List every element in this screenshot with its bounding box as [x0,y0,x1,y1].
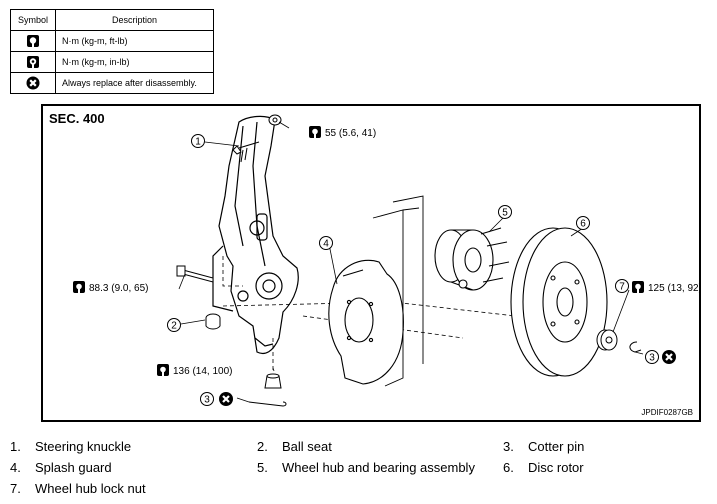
figure-code: JPDIF0287GB [641,408,693,417]
lower-cotter-pin [248,401,287,407]
ball-seat [205,313,221,330]
part-item: 4. Splash guard [10,460,112,475]
torque-125: 125 (13, 92) [648,283,699,294]
callout-label: 2 [171,321,177,332]
part-item: 6. Disc rotor [503,460,584,475]
part-name: Splash guard [35,460,112,475]
callout-label: 5 [502,208,508,219]
part-item: 1. Steering knuckle [10,439,131,454]
legend-header-description: Description [55,9,214,31]
leader-lines [178,121,644,403]
part-item: 2. Ball seat [257,439,332,454]
part-number: 5. [257,460,268,475]
disc-rotor [510,227,608,377]
torque-labels: 55 (5.6, 41) 88.3 (9.0, 65) 136 (14, 100… [73,126,699,377]
upper-bolt [232,114,282,163]
replace-x-icon [26,76,40,90]
torque-wrench-icon [632,281,644,293]
callout-label: 6 [580,219,586,230]
part-item: 5. Wheel hub and bearing assembly [257,460,475,475]
symbol-legend-table: Symbol Description N·m (kg-m, ft-lb) N·m… [10,9,214,94]
torque-136: 136 (14, 100) [173,366,233,377]
callouts: 1 2 3 3 4 5 6 7 [167,134,659,406]
callout-5: 5 [498,205,512,219]
legend-text: N·m (kg-m, in-lb) [55,51,214,73]
callout-6: 6 [576,216,590,230]
callout-label: 3 [204,395,210,406]
replace-x-icon [217,390,235,408]
callout-3-right: 3 [645,350,659,364]
part-name: Ball seat [282,439,332,454]
steering-knuckle [212,115,299,355]
callout-4: 4 [319,236,333,250]
torque-wrench-icon [27,35,39,47]
callout-label: 7 [619,282,625,293]
reference-planes [372,195,424,387]
part-number: 3. [503,439,514,454]
part-number: 1. [10,439,21,454]
lower-nut [264,373,282,389]
callout-1: 1 [191,134,205,148]
callout-label: 4 [323,239,329,250]
part-number: 2. [257,439,268,454]
callout-label: 3 [649,353,655,364]
part-item: 7. Wheel hub lock nut [10,481,146,496]
legend-header-row: Symbol Description [10,9,214,31]
part-name: Steering knuckle [35,439,132,454]
part-name: Cotter pin [528,439,585,454]
torque-wrench-icon [309,126,321,138]
torque-55: 55 (5.6, 41) [325,128,376,139]
section-title: SEC. 400 [49,111,105,126]
callout-label: 1 [195,137,201,148]
torque-wrench-inlb-icon [27,56,39,68]
legend-row: N·m (kg-m, ft-lb) [10,30,214,52]
right-cotter-pin [629,341,642,353]
callout-3-lower: 3 [200,392,214,406]
hub-lock-nut [596,329,618,351]
part-number: 6. [503,460,514,475]
part-name: Disc rotor [528,460,584,475]
side-bolt [176,265,214,283]
legend-row: Always replace after disassembly. [10,72,214,94]
exploded-view-frame: SEC. 400 JPDIF0287GB [41,104,701,422]
part-name: Wheel hub and bearing assembly [282,460,475,475]
torque-wrench-icon [73,281,85,293]
part-name: Wheel hub lock nut [35,481,146,496]
legend-text: N·m (kg-m, ft-lb) [55,30,214,52]
callout-7: 7 [615,279,629,293]
part-number: 7. [10,481,21,496]
torque-wrench-icon [157,364,169,376]
legend-text: Always replace after disassembly. [55,72,214,94]
part-number: 4. [10,460,21,475]
callout-2: 2 [167,318,181,332]
part-item: 3. Cotter pin [503,439,584,454]
legend-row: N·m (kg-m, in-lb) [10,51,214,73]
splash-guard [328,259,404,385]
replace-x-icon [660,348,678,366]
torque-88: 88.3 (9.0, 65) [89,283,148,294]
wheel-hub-bearing [434,227,510,291]
legend-header-symbol: Symbol [10,9,56,31]
exploded-diagram: 1 2 3 3 4 5 6 7 55 (5.6, 41) 88.3 (9.0, … [73,114,699,408]
